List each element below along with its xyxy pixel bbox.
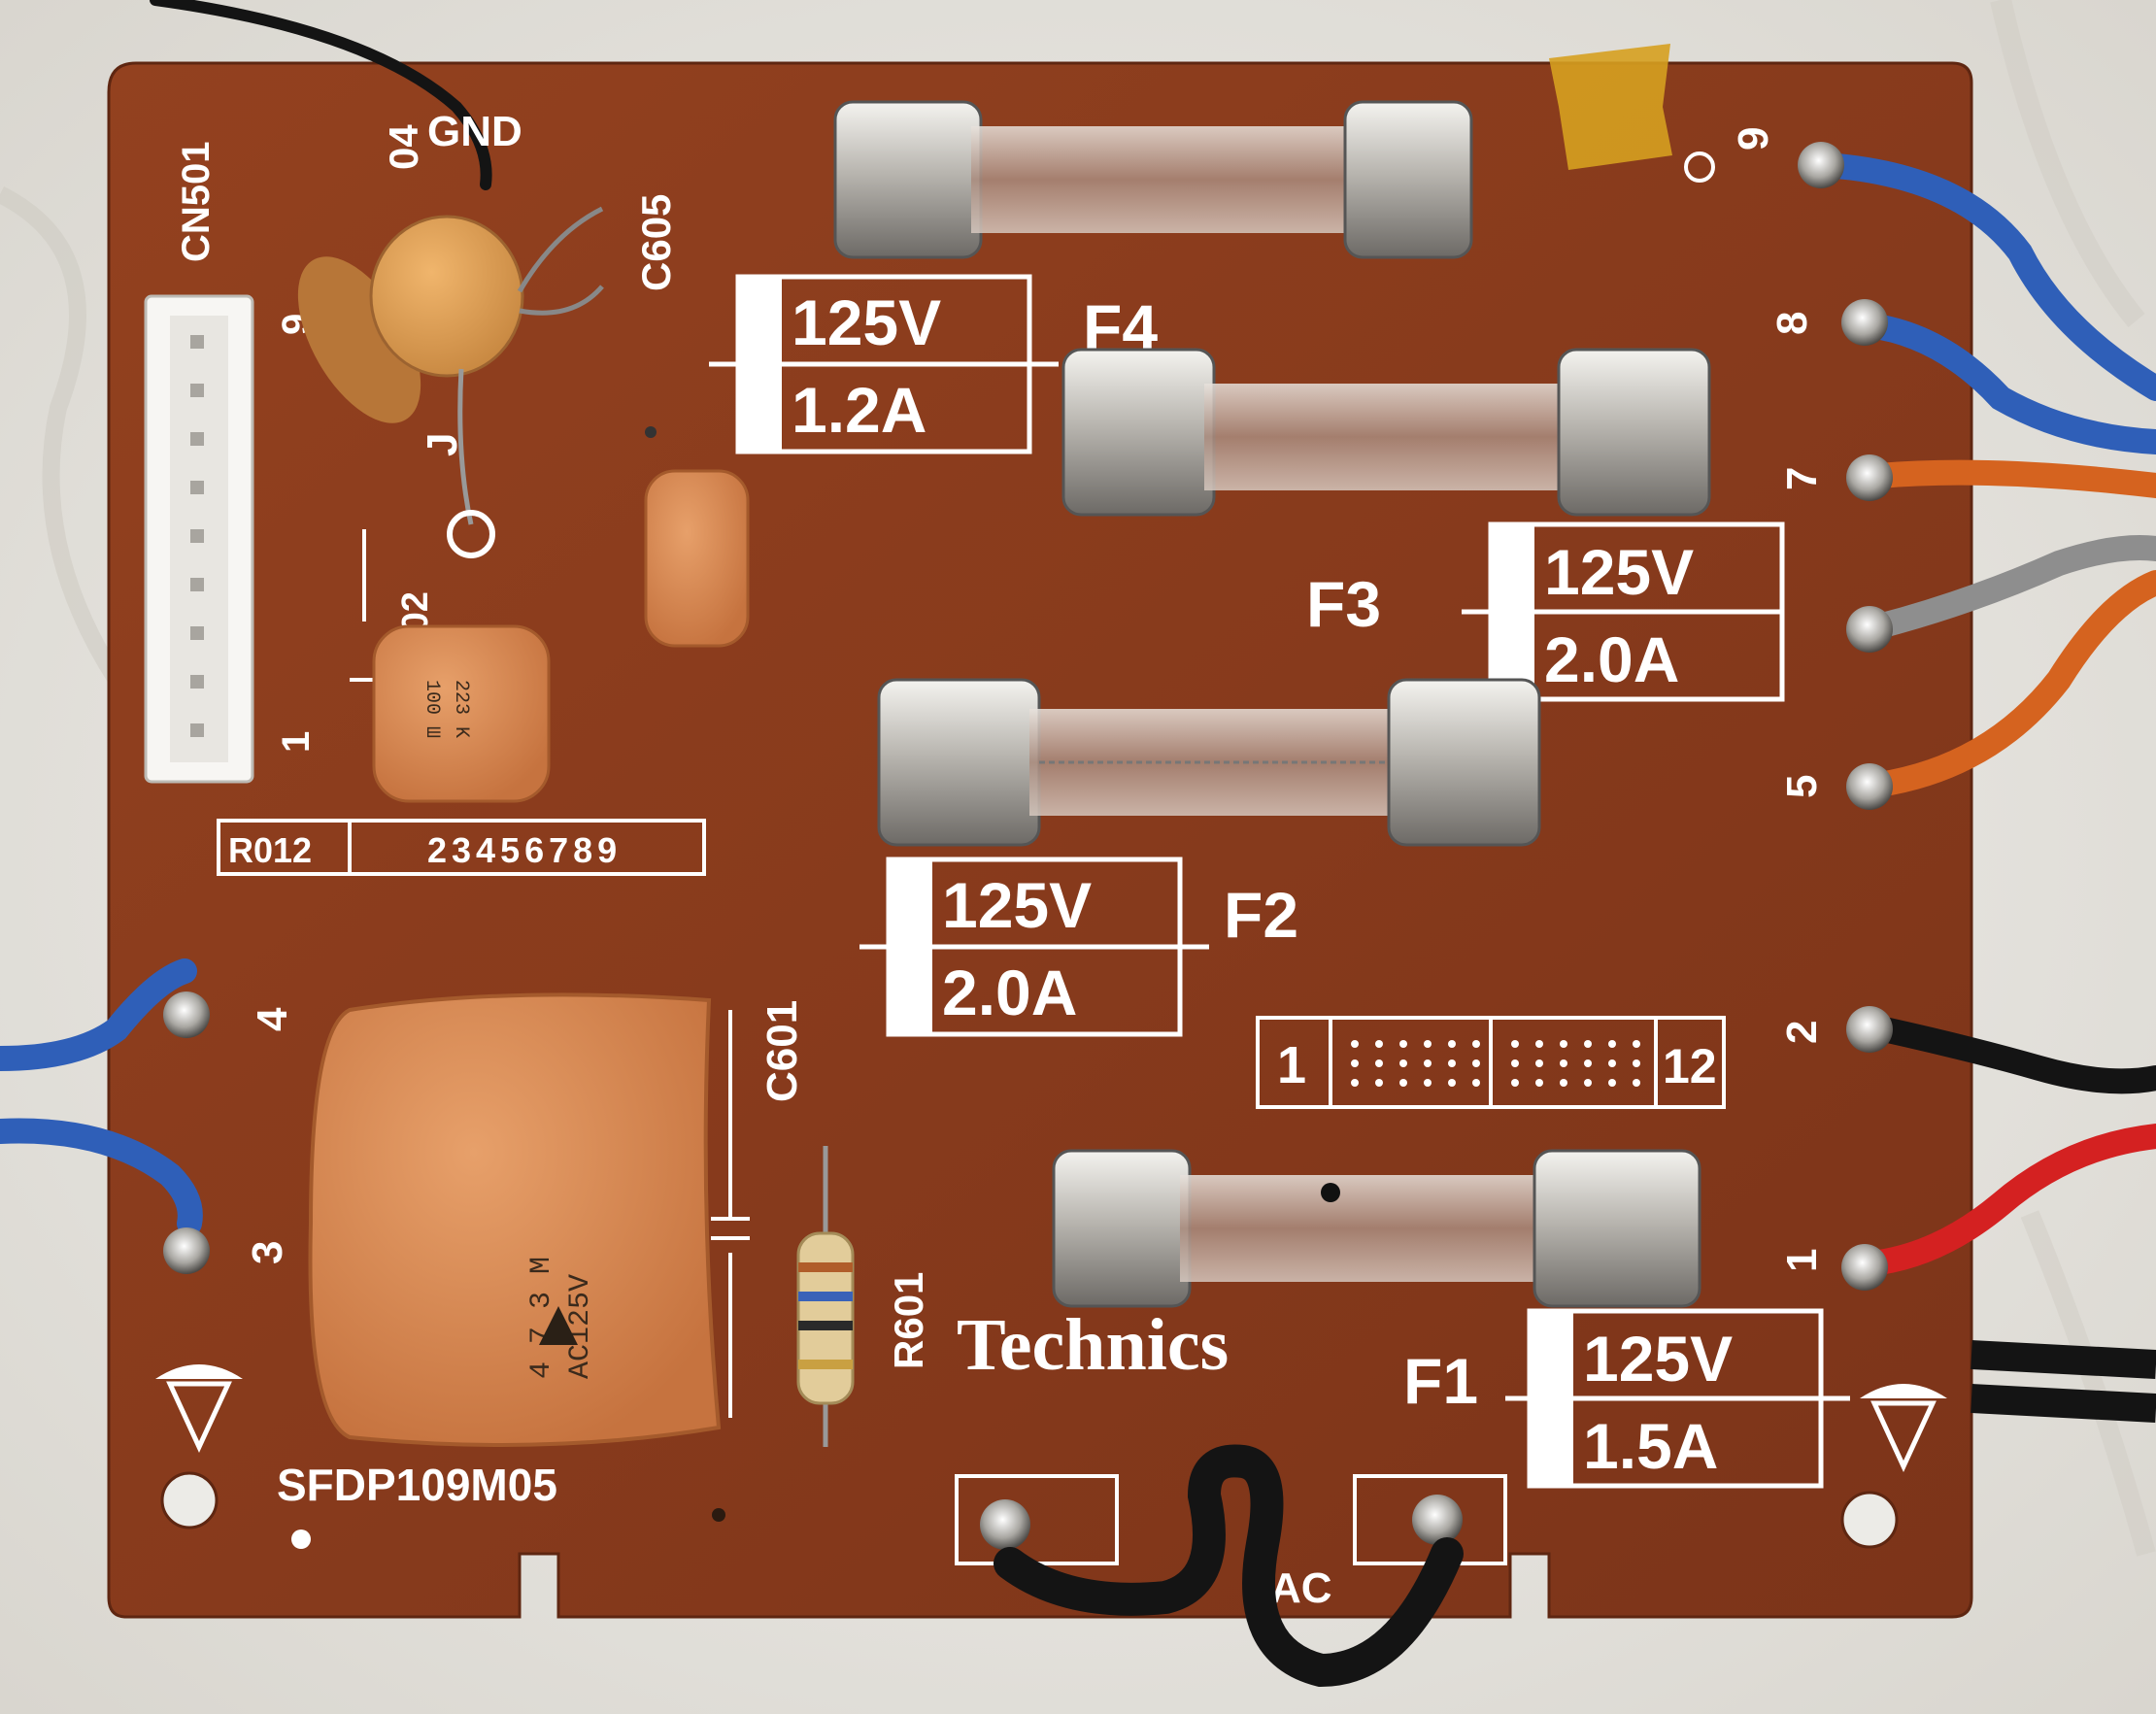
gnd-wire (150, 0, 492, 190)
screw-mark-right (1840, 1384, 1947, 1549)
terminal-3: 3 (0, 1118, 291, 1274)
fuse-f3-label-box: F3 125V 2.0A (1306, 521, 1785, 702)
cap-c602-marking-1: 223 K (450, 680, 472, 738)
fuse-f3-current: 2.0A (1544, 623, 1679, 695)
svg-text:5: 5 (1778, 775, 1826, 798)
jumper-label: J (419, 433, 466, 456)
technics-logo: Technics (957, 1304, 1229, 1386)
fuse-f4-voltage: 125V (792, 286, 941, 358)
fuse-f2-current: 2.0A (942, 957, 1077, 1028)
cap-c601-marking-2: AC125V (564, 1274, 597, 1379)
terminal-1: 1 (1778, 1124, 2156, 1291)
svg-text:1: 1 (1778, 1249, 1826, 1272)
jumper-header-box: 1 12 (1256, 1016, 1726, 1109)
terminal-2: 2 (1778, 1006, 2156, 1094)
fuse-f3-voltage: 125V (1544, 536, 1694, 608)
terminal-9: 9 (1684, 127, 2156, 401)
fuse-f4-current: 1.2A (792, 374, 926, 446)
ceramic-cap-c604 (369, 215, 524, 378)
cap-logo-mark (539, 1306, 578, 1345)
part-number: SFDP109M05 (277, 1460, 557, 1510)
jumper-pad (447, 510, 495, 558)
fuse-f2 (877, 678, 1541, 847)
c601-label: C601 (758, 1000, 806, 1102)
fuse-f1-label: F1 (1403, 1345, 1478, 1417)
fuse-f4 (1061, 348, 1711, 517)
capacitor-c601 (308, 992, 722, 1447)
svg-text:8: 8 (1769, 312, 1816, 335)
capacitor-c602 (372, 624, 551, 803)
kapton-tape (1549, 44, 1672, 170)
fuse-f1-label-box: F1 125V 1.5A (1403, 1308, 1850, 1489)
fuse-f4-label-box: 125V 1.2A F4 (709, 274, 1158, 454)
fuse-f2-label-box: 125V 2.0A F2 (859, 857, 1298, 1037)
svg-text:3: 3 (244, 1241, 291, 1264)
fuse-f1-current: 1.5A (1583, 1410, 1718, 1482)
jumper-wire (457, 368, 474, 525)
capacitor-small-upper (644, 469, 750, 648)
resistor-r601 (796, 1231, 855, 1405)
cap-c602-marking-2: 100 Ш (421, 680, 443, 738)
fuse-f2-label: F2 (1224, 879, 1298, 951)
jumper-box-end: 12 (1663, 1039, 1717, 1093)
power-cord-right (1971, 1340, 2156, 1423)
c604-label: 04 (381, 124, 426, 170)
c605-label: C605 (633, 194, 679, 291)
screw-mark-left (155, 1364, 243, 1529)
r012-label: R012 (228, 830, 312, 870)
svg-text:9: 9 (1730, 127, 1777, 151)
svg-text:4: 4 (249, 1007, 296, 1031)
cn501-pin-1: 1 (275, 731, 318, 753)
fuse-f1-voltage: 125V (1583, 1323, 1733, 1395)
ac-cord (994, 1444, 1464, 1688)
terminal-5: 5 (1778, 570, 2156, 810)
svg-text:7: 7 (1778, 467, 1826, 490)
terminal-6 (1846, 535, 2156, 653)
fuse-f1 (1052, 1149, 1701, 1308)
jumper-box-start: 1 (1277, 1036, 1306, 1094)
fuse-top (833, 100, 1473, 259)
r012-value: 23456789 (427, 830, 622, 870)
ceramic-cap-back (297, 256, 421, 423)
connector-pins (190, 335, 204, 737)
r601-label: R601 (886, 1272, 931, 1369)
r012-label-box: R012 23456789 (217, 819, 706, 876)
terminal-7: 7 (1778, 454, 2156, 501)
terminal-8: 8 (1769, 299, 2156, 454)
fuse-f3-label: F3 (1306, 568, 1381, 640)
fuse-f2-voltage: 125V (942, 869, 1092, 941)
ac-label: AC (1270, 1564, 1332, 1612)
terminal-4: 4 (0, 958, 296, 1071)
gnd-label: GND (427, 108, 522, 155)
svg-text:2: 2 (1778, 1021, 1826, 1044)
cn501-label: CN501 (175, 141, 218, 262)
